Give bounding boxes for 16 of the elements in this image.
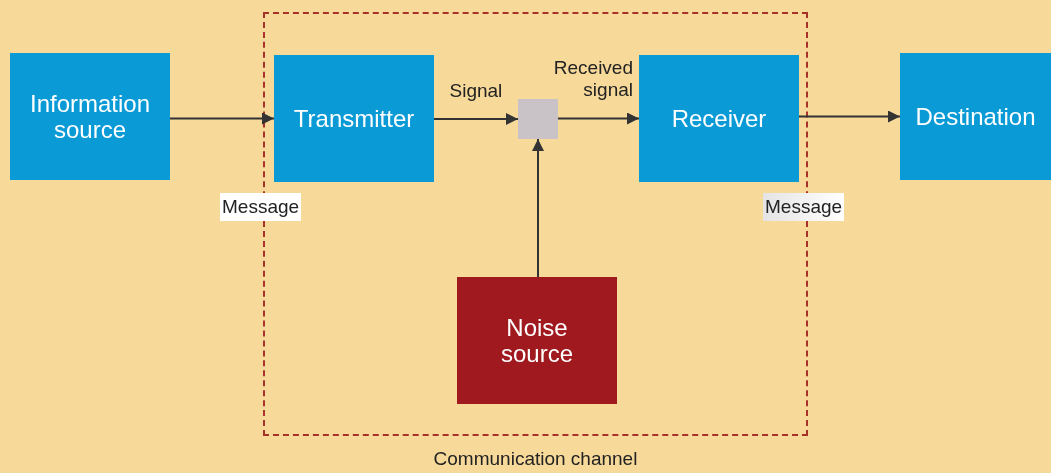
message-tag: Message — [763, 193, 845, 221]
arrow — [557, 112, 640, 125]
channel-caption: Communication channel — [432, 448, 639, 470]
noise-box: Noise source — [457, 277, 617, 404]
arrow — [532, 138, 544, 278]
edge-label: Signal — [449, 80, 503, 103]
arrow — [798, 110, 901, 123]
junction-box — [518, 99, 558, 139]
process-box: Information source — [10, 53, 170, 180]
process-box: Transmitter — [274, 55, 434, 182]
edge-label: Received signal — [552, 56, 633, 103]
process-box: Receiver — [639, 55, 799, 182]
message-tag: Message — [220, 193, 302, 221]
arrow — [433, 113, 519, 125]
arrow — [169, 112, 275, 125]
process-box: Destination — [900, 53, 1051, 180]
